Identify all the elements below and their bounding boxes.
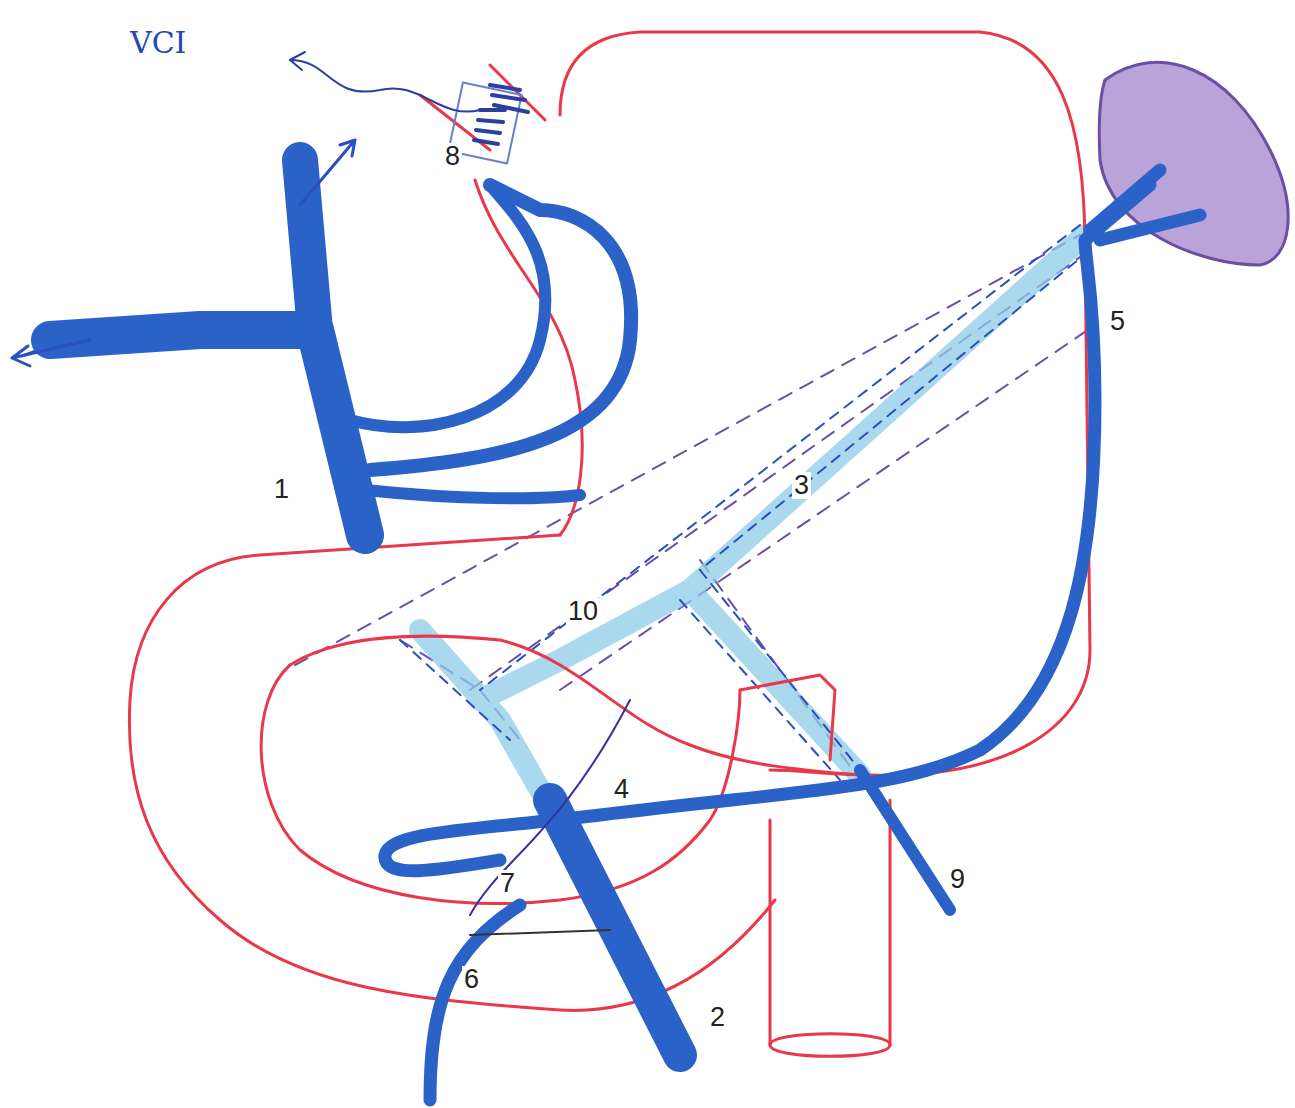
- vein-line: [470, 700, 630, 915]
- callout-number: 9: [948, 866, 967, 893]
- callout-number: 10: [566, 598, 600, 625]
- splenic-vein: [1090, 170, 1200, 240]
- callout-number: 7: [498, 870, 517, 897]
- callout-number: 3: [792, 472, 811, 499]
- gastric-vein: [350, 185, 545, 427]
- organ-outline: [129, 32, 1090, 1056]
- callout-number: 5: [1108, 308, 1127, 335]
- varices: [474, 85, 528, 144]
- flow-arrow: [12, 140, 355, 366]
- pancreas-dashed-outline: [295, 235, 1095, 780]
- hidden-vein: [420, 235, 1085, 790]
- drainage-line: [290, 52, 480, 112]
- gastric-vein: [365, 490, 580, 498]
- callout-number: 8: [443, 143, 462, 170]
- callout-number: 6: [462, 966, 481, 993]
- callout-number: 1: [272, 476, 291, 503]
- splenic-vein: [385, 185, 1150, 871]
- crossing-mark: [470, 930, 610, 935]
- portal-vein: [25, 160, 365, 535]
- vessel-label: VCI: [128, 28, 188, 58]
- superior-mesenteric-vein: [550, 800, 680, 1055]
- callout-number: 2: [708, 1004, 727, 1031]
- callout-number: 4: [612, 776, 631, 803]
- vein: [860, 770, 950, 910]
